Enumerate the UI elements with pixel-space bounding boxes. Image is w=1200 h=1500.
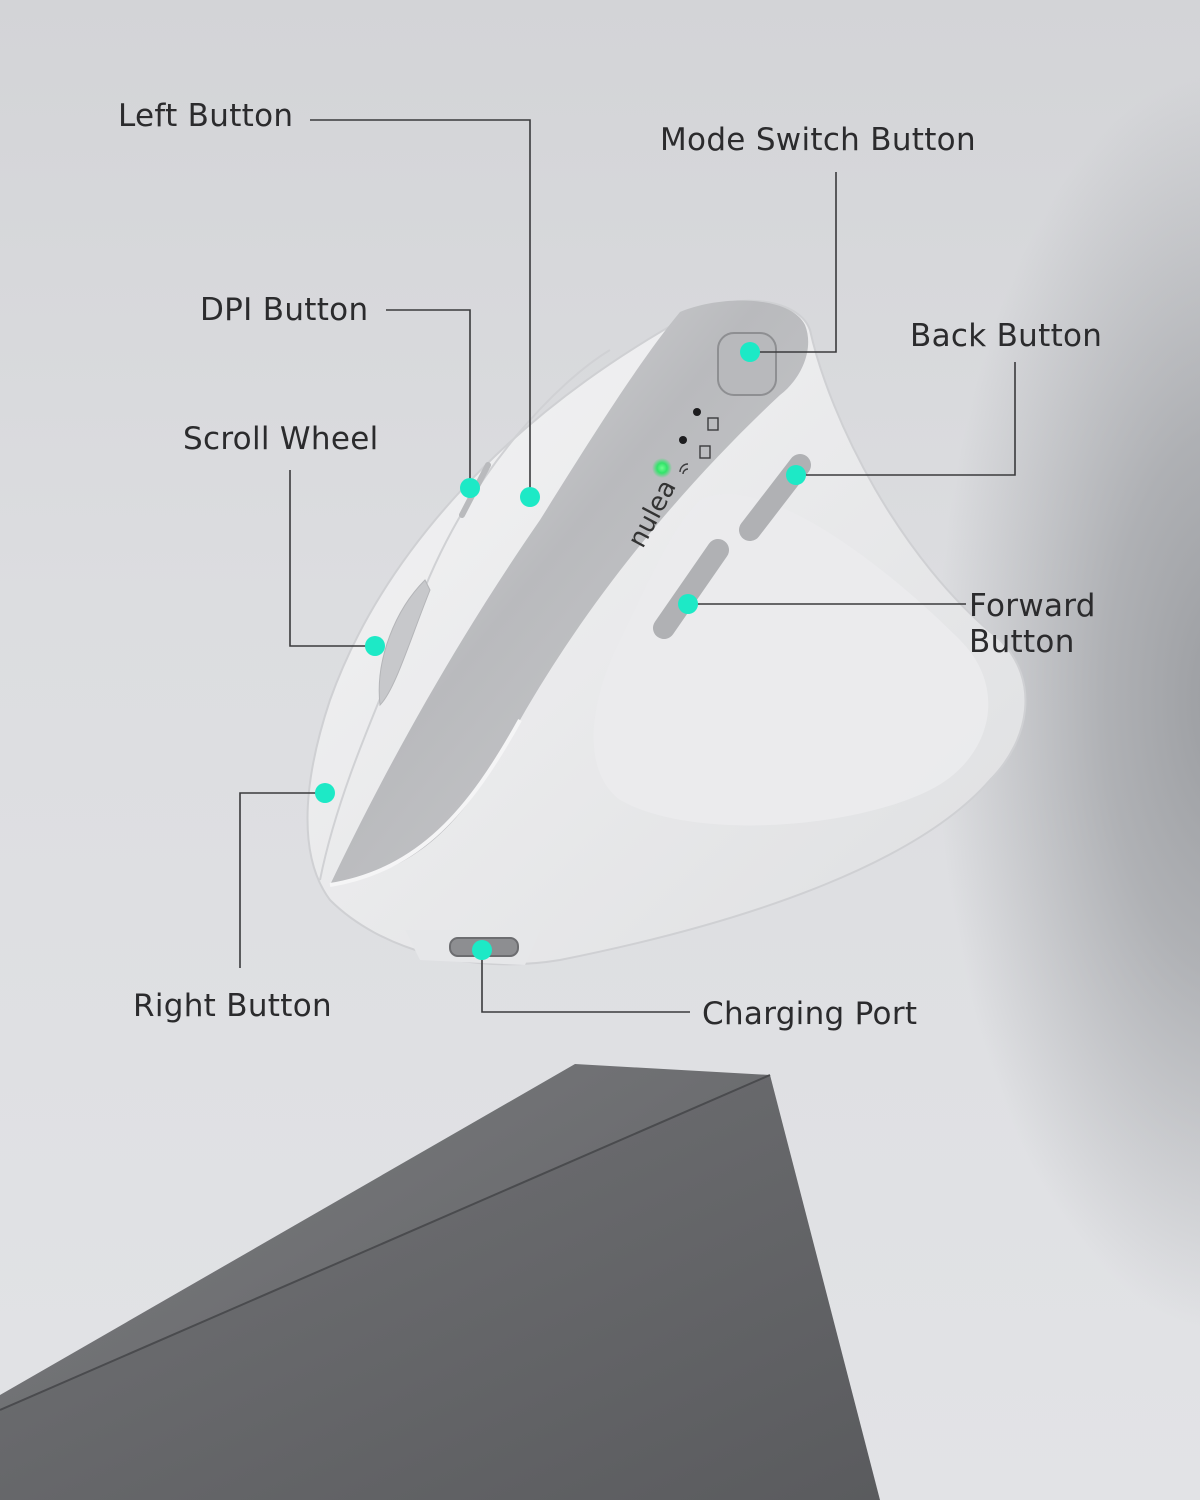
charging-port-label: Charging Port bbox=[702, 996, 918, 1032]
forward-button-label-line1: Forward bbox=[969, 588, 1096, 624]
right-button-label: Right Button bbox=[133, 988, 332, 1024]
status-led-1 bbox=[693, 408, 701, 416]
status-led-3 bbox=[652, 458, 672, 478]
device-2-icon bbox=[699, 445, 711, 459]
status-led-2 bbox=[679, 436, 687, 444]
charging-port-dot[interactable] bbox=[472, 940, 492, 960]
mouse-body: nulea bbox=[306, 299, 1027, 966]
back-button-dot[interactable] bbox=[786, 465, 806, 485]
wireless-icon bbox=[679, 463, 689, 475]
concrete-block bbox=[0, 1064, 880, 1500]
left-button-dot[interactable] bbox=[520, 487, 540, 507]
mode-switch-button-dot[interactable] bbox=[740, 342, 760, 362]
forward-button-label: Forward Button bbox=[969, 588, 1139, 660]
back-button-label: Back Button bbox=[910, 318, 1103, 354]
mode-switch-button-label: Mode Switch Button bbox=[660, 122, 976, 158]
device-1-icon bbox=[707, 417, 719, 431]
scroll-wheel-dot[interactable] bbox=[365, 636, 385, 656]
scroll-wheel-label: Scroll Wheel bbox=[183, 421, 379, 457]
dpi-button-dot[interactable] bbox=[460, 478, 480, 498]
forward-button-dot[interactable] bbox=[678, 594, 698, 614]
dpi-button-label: DPI Button bbox=[200, 292, 369, 328]
leader-lines bbox=[239, 119, 1016, 1013]
left-button-label: Left Button bbox=[118, 98, 294, 134]
right-button-dot[interactable] bbox=[315, 783, 335, 803]
forward-button-label-line2: Button bbox=[969, 624, 1075, 660]
